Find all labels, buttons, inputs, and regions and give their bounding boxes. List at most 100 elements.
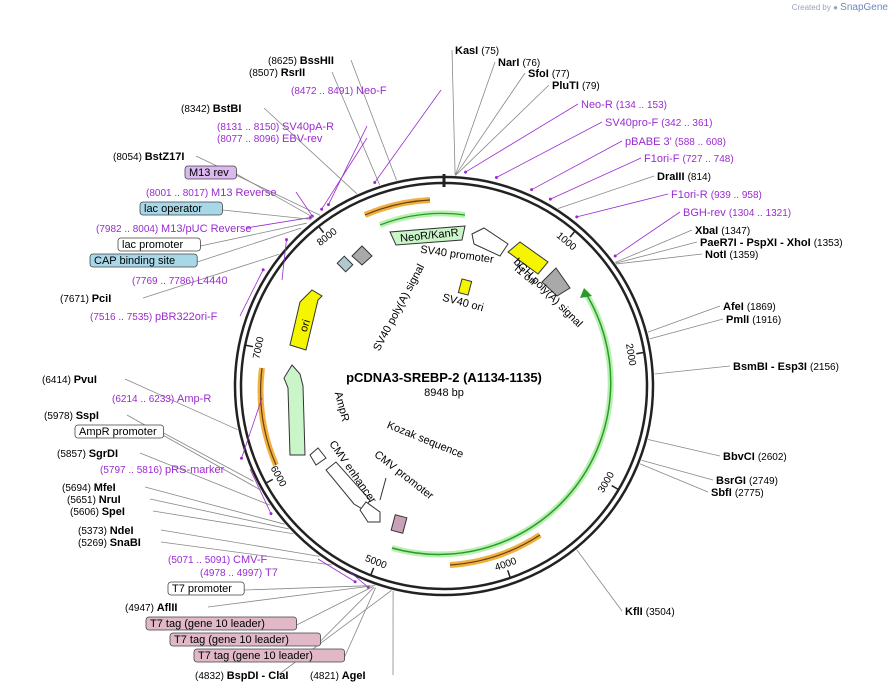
site-name: SnaBI — [110, 537, 141, 549]
feature-box[interactable] — [169, 632, 322, 647]
site-position: (6414) — [42, 375, 74, 386]
primer-leader — [531, 140, 623, 191]
feature-box[interactable] — [193, 648, 346, 663]
restriction-site[interactable]: AfeI (1869) — [723, 301, 776, 313]
primer[interactable]: (5797 .. 5816) pRS-marker — [100, 464, 225, 476]
site-position: (1359) — [729, 250, 758, 261]
restriction-site[interactable]: (5857) SgrDI — [57, 448, 118, 460]
ampr-arrow[interactable] — [283, 364, 306, 456]
feature-box[interactable] — [167, 581, 245, 596]
primer-name: L4440 — [197, 275, 228, 287]
primer[interactable]: pBABE 3' (588 .. 608) — [625, 136, 726, 148]
restriction-site[interactable]: DraIII (814) — [657, 171, 711, 183]
feature-box-label: CAP binding site — [94, 255, 175, 267]
primer[interactable]: (8077 .. 8096) EBV-rev — [217, 133, 323, 145]
restriction-site[interactable]: (5373) NdeI — [78, 525, 134, 537]
kozak-leader — [379, 477, 387, 501]
primer[interactable]: BGH-rev (1304 .. 1321) — [683, 207, 791, 219]
restriction-site[interactable]: (5651) NruI — [67, 494, 121, 506]
restriction-site[interactable]: KasI (75) — [455, 45, 499, 57]
primer-name: F1ori-R — [671, 189, 711, 201]
feature-box[interactable] — [74, 424, 164, 439]
primer[interactable]: SV40pro-F (342 .. 361) — [605, 117, 712, 129]
restriction-site[interactable]: (6414) PvuI — [42, 374, 97, 386]
t7-tag-box[interactable] — [390, 514, 408, 534]
restriction-site[interactable]: (8625) BssHII — [268, 55, 334, 67]
restriction-site[interactable]: KflI (3504) — [625, 606, 675, 618]
primer-site-marker — [530, 188, 534, 192]
primer[interactable]: (7982 .. 8004) M13/pUC Reverse — [96, 223, 252, 235]
site-name: PvuI — [74, 374, 97, 386]
feature-box[interactable] — [184, 165, 237, 180]
primer[interactable]: (7769 .. 7786) L4440 — [132, 275, 228, 287]
site-leader — [647, 305, 721, 333]
primer[interactable]: (6214 .. 6233) Amp-R — [112, 393, 211, 405]
restriction-site[interactable]: BbvCI (2602) — [723, 451, 787, 463]
site-name: PciI — [92, 293, 112, 305]
primer[interactable]: (8131 .. 8150) SV40pA-R — [217, 121, 334, 133]
primer-site-marker — [366, 585, 370, 589]
site-leader — [149, 498, 289, 530]
sv40-promoter-arrow[interactable] — [471, 227, 509, 257]
sv40-polya-box[interactable] — [351, 245, 373, 266]
feature-leader — [344, 587, 376, 658]
restriction-site[interactable]: SbfI (2775) — [711, 487, 764, 499]
restriction-site[interactable]: BsrGI (2749) — [716, 475, 778, 487]
bgh-polya-box[interactable] — [541, 267, 571, 297]
lac-region-box[interactable] — [336, 255, 354, 273]
feature-box[interactable] — [89, 253, 198, 268]
primer[interactable]: Neo-R (134 .. 153) — [581, 99, 667, 111]
orf-left[interactable] — [257, 367, 279, 467]
ori-arrow[interactable] — [289, 289, 323, 351]
primer-site-marker — [320, 207, 324, 211]
primer[interactable]: F1ori-R (939 .. 958) — [671, 189, 762, 201]
restriction-site[interactable]: (8054) BstZ17I — [113, 151, 184, 163]
restriction-site[interactable]: PaeR7I - PspXI - XhoI (1353) — [700, 237, 843, 249]
restriction-site[interactable]: (4947) AflII — [125, 602, 177, 614]
cmv-promoter-arrow[interactable] — [359, 501, 381, 523]
restriction-site[interactable]: SfoI (77) — [528, 68, 570, 80]
restriction-site[interactable]: NotI (1359) — [705, 249, 758, 261]
site-name: BstBI — [213, 103, 242, 115]
restriction-site[interactable]: (8342) BstBI — [181, 103, 241, 115]
restriction-site[interactable]: (4821) AgeI — [310, 670, 366, 682]
sv40-ori-box[interactable] — [457, 278, 473, 296]
primer[interactable]: (8472 .. 8491) Neo-F — [291, 85, 387, 97]
ampr-promoter-arrow[interactable] — [309, 447, 327, 466]
site-position: (5694) — [62, 483, 94, 494]
primer-position: (7769 .. 7786) — [132, 276, 197, 287]
restriction-site[interactable]: XbaI (1347) — [695, 225, 750, 237]
insert-arc[interactable] — [391, 290, 614, 558]
feature-box-label: lac operator — [144, 203, 202, 215]
restriction-site[interactable]: (4832) BspDI - ClaI — [195, 670, 288, 682]
primer[interactable]: (4978 .. 4997) T7 — [200, 567, 278, 579]
primer[interactable]: (5071 .. 5091) CMV-F — [168, 554, 268, 566]
restriction-site[interactable]: PmlI (1916) — [726, 314, 781, 326]
plasmid-length: 8948 bp — [424, 387, 464, 399]
restriction-site[interactable]: (5606) SpeI — [70, 506, 125, 518]
feature-box-label: T7 tag (gene 10 leader) — [198, 650, 313, 662]
primer[interactable]: (8001 .. 8017) M13 Reverse — [146, 187, 276, 199]
restriction-site[interactable]: (7671) PciI — [60, 293, 111, 305]
primer[interactable]: (7516 .. 7535) pBR322ori-F — [90, 311, 218, 323]
primer-site-marker — [353, 580, 357, 584]
f1-ori-arrow[interactable] — [507, 241, 549, 275]
restriction-site[interactable]: PluTI (79) — [552, 80, 600, 92]
feature-box[interactable] — [117, 237, 201, 252]
restriction-site[interactable]: (8507) RsrII — [249, 67, 305, 79]
primer-site-marker — [548, 197, 552, 201]
site-name: PmlI — [726, 314, 752, 326]
restriction-site[interactable]: (5694) MfeI — [62, 482, 116, 494]
primer[interactable]: F1ori-F (727 .. 748) — [644, 153, 734, 165]
feature-box[interactable] — [145, 616, 298, 631]
feature-box[interactable] — [139, 201, 223, 216]
restriction-site[interactable]: (5269) SnaBI — [78, 537, 141, 549]
tick-mark — [245, 344, 254, 348]
restriction-site[interactable]: BsmBI - Esp3I (2156) — [733, 361, 839, 373]
site-name: BsmBI - Esp3I — [733, 361, 810, 373]
orf-top-green[interactable] — [378, 210, 466, 228]
restriction-site[interactable]: (5978) SspI — [44, 410, 99, 422]
restriction-site[interactable]: NarI (76) — [498, 57, 540, 69]
primer-position: (939 .. 958) — [711, 190, 762, 201]
neor-kanr-arrow[interactable] — [389, 225, 466, 246]
